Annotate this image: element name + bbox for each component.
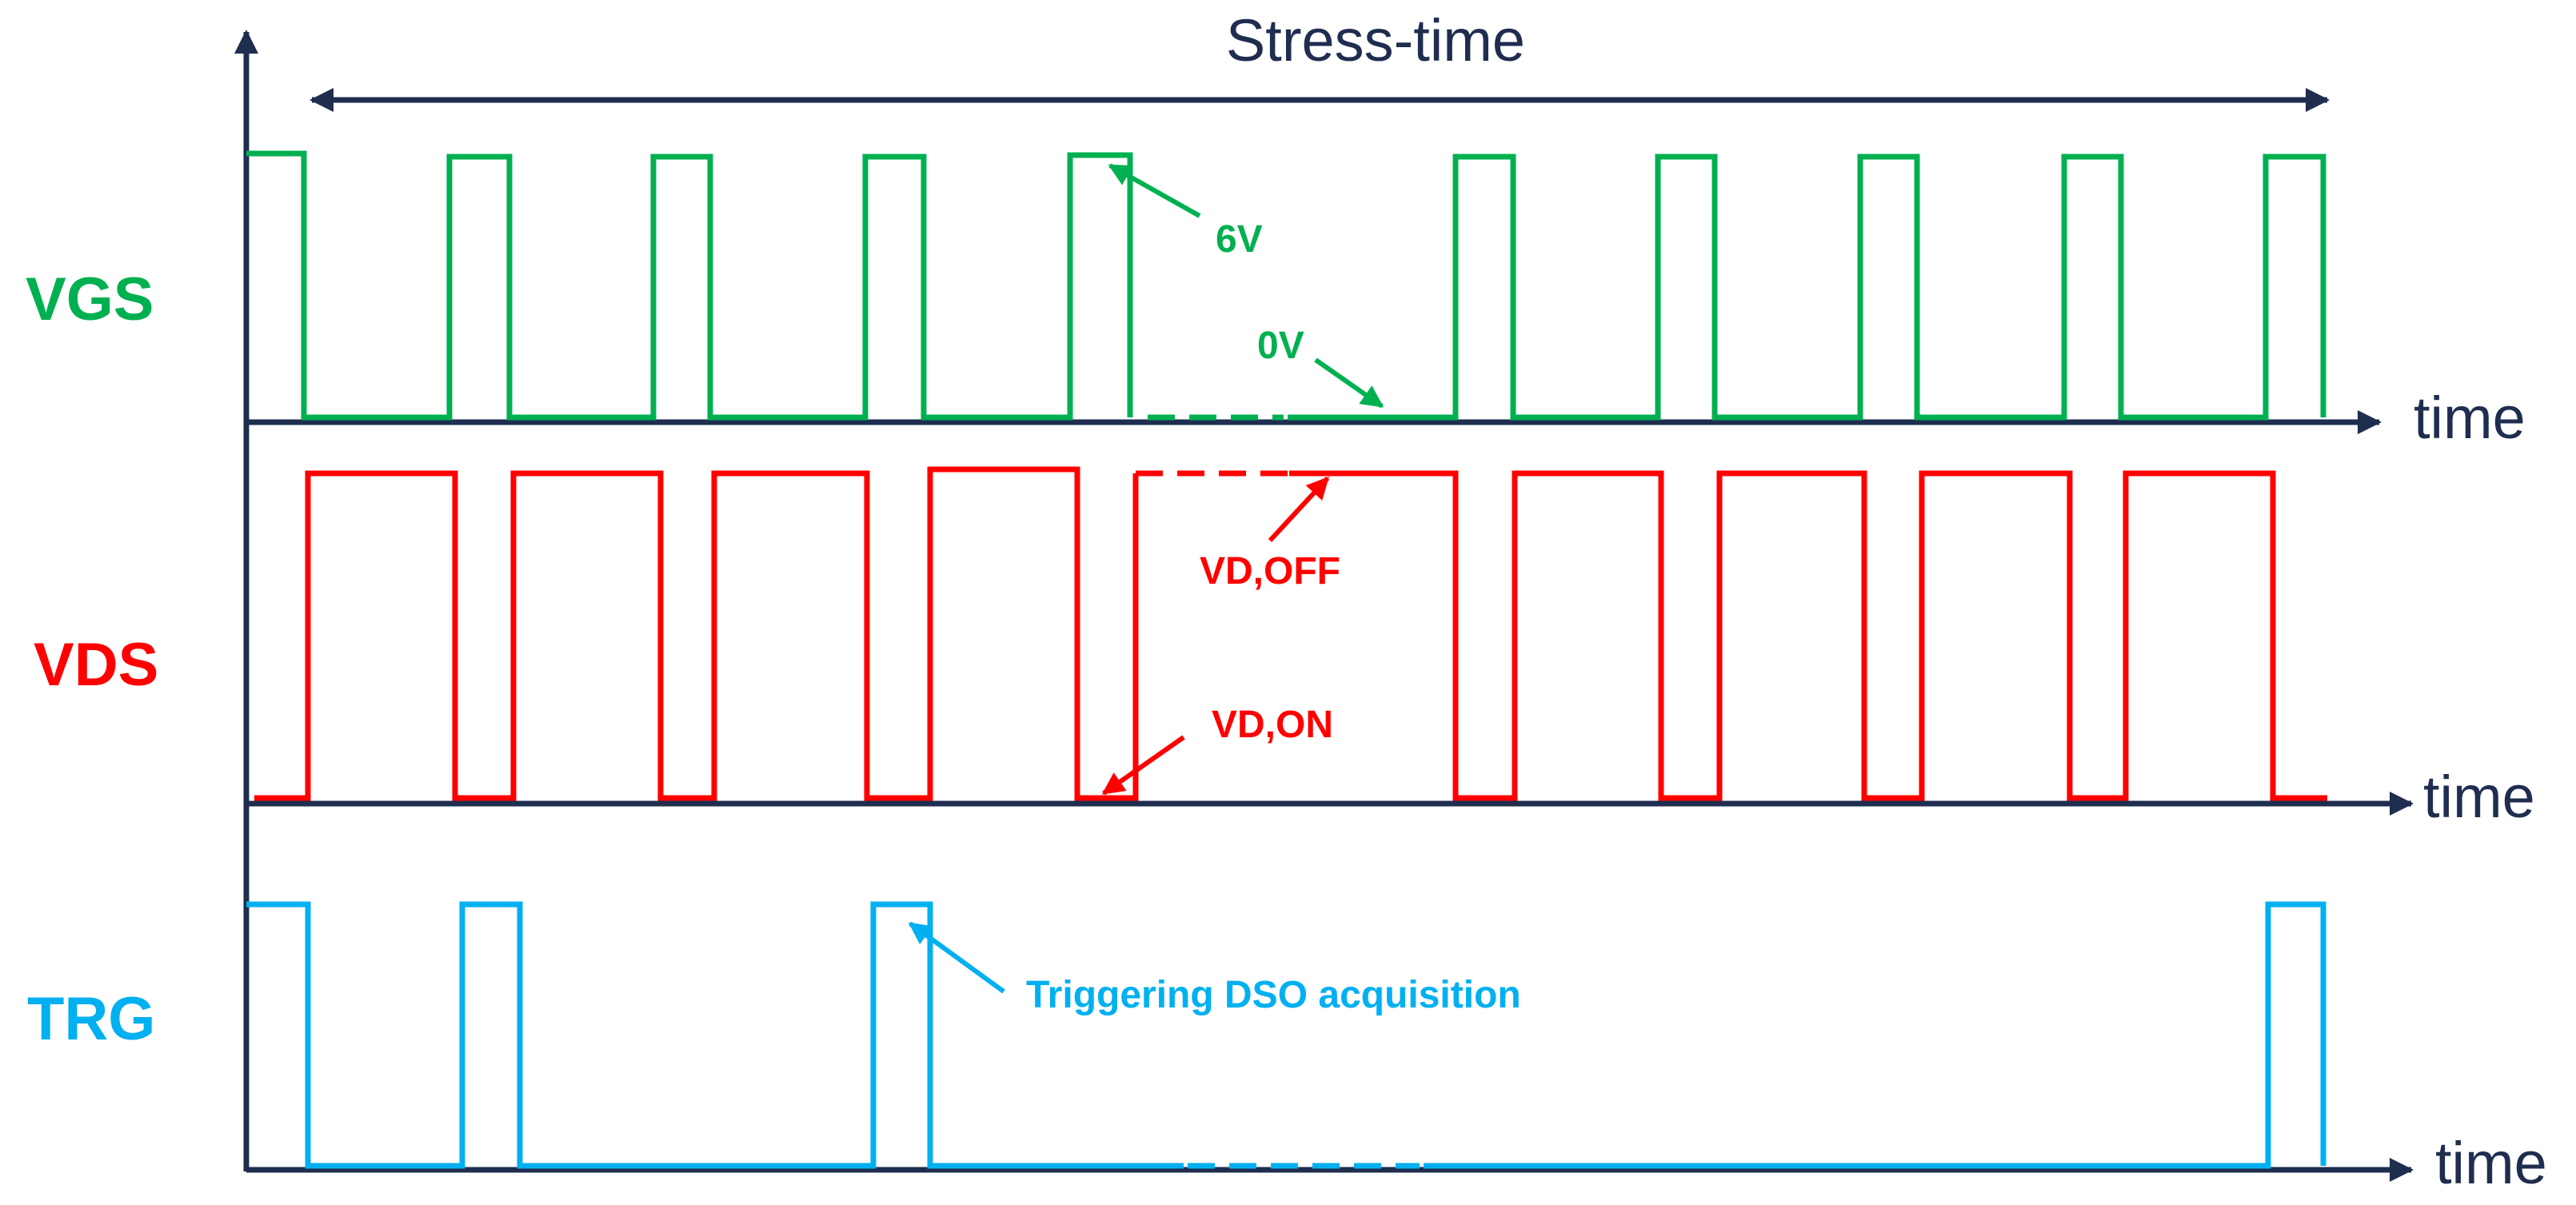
vgs-axis-label: time [2414, 385, 2526, 451]
vds-on-pointer [1101, 735, 1185, 796]
vgs-trace-first [246, 150, 1133, 421]
vds-trace-first [254, 466, 1139, 801]
vgs-0v-pointer [1314, 357, 1384, 409]
vgs-low-annotation: 0V [1257, 325, 1304, 367]
trg-label: TRG [27, 985, 155, 1053]
vds-axis-label: time [2423, 764, 2535, 830]
vgs-trace-second [1288, 154, 2326, 421]
trg-annotation: Triggering DSO acquisition [1026, 974, 1521, 1016]
vds-label: VDS [34, 631, 158, 699]
vds-off-annotation: VD,OFF [1200, 550, 1340, 593]
vgs-6v-pointer [1108, 163, 1201, 218]
vds-on-annotation: VD,ON [1212, 704, 1333, 746]
vgs-label: VGS [26, 265, 154, 333]
trg-trace-first [246, 901, 1184, 1169]
trg-pointer [908, 921, 1005, 994]
vgs-waveform [246, 150, 2326, 421]
trg-axis-label: time [2435, 1130, 2547, 1196]
trg-trace-second [1424, 901, 2326, 1169]
vds-trace-second [1289, 470, 2327, 801]
vgs-high-annotation: 6V [1216, 218, 1263, 261]
trg-waveform [246, 901, 2326, 1169]
stress-time-label: Stress-time [1226, 7, 1525, 74]
vds-waveform [254, 466, 2327, 801]
vds-off-pointer [1268, 476, 1330, 543]
